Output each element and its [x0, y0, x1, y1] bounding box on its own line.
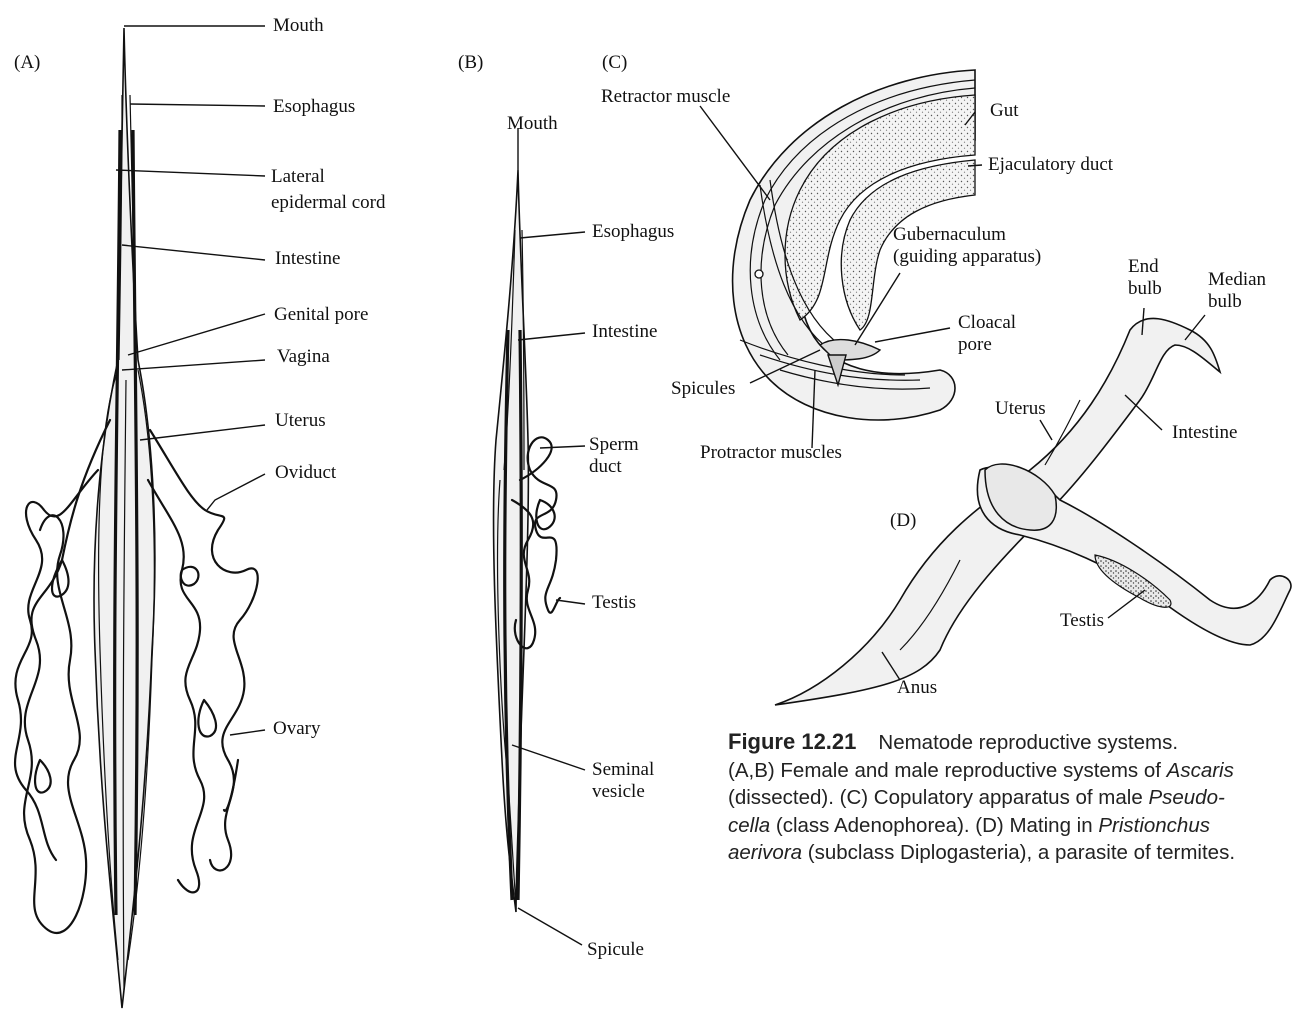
label-a-uterus: Uterus: [275, 410, 326, 431]
caption-taxon-ascaris: Ascaris: [1166, 758, 1234, 782]
caption-line-4: (class Adenophorea). (D) Mating in: [770, 813, 1099, 837]
testis-coils: [510, 436, 562, 650]
label-a-lateral-epidermal-cord: Lateral epidermal cord: [271, 166, 386, 213]
panel-letter-b: (B): [458, 52, 484, 73]
caption-taxon-cella: cella: [728, 813, 771, 837]
ovary-coils-left: [14, 418, 112, 934]
caption-line-1: Nematode reproductive systems.: [878, 731, 1179, 754]
label-c-protractor-muscles: Protractor muscles: [700, 442, 842, 463]
ovary-coils-right: [146, 428, 259, 894]
label-c-gut: Gut: [990, 100, 1019, 121]
label-b-seminal-vesicle: Seminal vesicle: [592, 759, 655, 802]
label-b-esophagus: Esophagus: [592, 221, 675, 242]
panel-letter-a: (A): [14, 52, 41, 73]
label-a-intestine: Intestine: [275, 248, 341, 269]
female-worm-a: [93, 27, 156, 1009]
label-a-esophagus: Esophagus: [273, 96, 356, 117]
label-d-uterus: Uterus: [995, 398, 1046, 419]
label-d-testis: Testis: [1060, 610, 1105, 631]
label-b-spicule: Spicule: [587, 939, 644, 960]
label-a-vagina: Vagina: [277, 346, 330, 367]
figure-caption: Figure 12.21 Nematode reproductive system…: [728, 728, 1298, 867]
caption-taxon-pristionchus: Pristionchus: [1098, 813, 1210, 837]
caption-taxon-pseudo: Pseudo-: [1148, 786, 1225, 809]
label-c-spicules: Spicules: [671, 378, 736, 399]
caption-line-5: (subclass Diplogasteria), a parasite of …: [802, 841, 1236, 864]
label-a-mouth: Mouth: [273, 15, 324, 36]
label-d-end-bulb: End bulb: [1128, 256, 1162, 299]
caption-line-3: (dissected). (C) Copulatory apparatus of…: [728, 786, 1149, 809]
copulatory-apparatus-c: [731, 69, 976, 421]
label-c-cloacal-pore: Cloacal pore: [958, 312, 1017, 355]
label-d-median-bulb: Median bulb: [1208, 269, 1267, 312]
caption-line-2: (A,B) Female and male reproductive syste…: [728, 758, 1167, 782]
label-b-sperm-duct: Sperm duct: [589, 434, 639, 477]
panel-letter-c: (C): [602, 52, 628, 73]
mating-worms-d: [774, 317, 1292, 706]
label-a-ovary: Ovary: [273, 718, 321, 739]
label-a-oviduct: Oviduct: [275, 462, 337, 483]
pointer-lines: [115, 25, 1206, 946]
label-b-intestine: Intestine: [592, 321, 658, 342]
label-c-retractor-muscle: Retractor muscle: [601, 86, 731, 107]
label-d-anus: Anus: [897, 677, 938, 698]
figure-number: Figure 12.21: [728, 729, 857, 754]
male-worm-b: [492, 169, 530, 913]
caption-taxon-aerivora: aerivora: [728, 841, 803, 864]
label-b-testis: Testis: [592, 592, 637, 613]
label-a-genital-pore: Genital pore: [274, 304, 369, 325]
label-c-ejaculatory-duct: Ejaculatory duct: [988, 154, 1114, 175]
label-d-intestine: Intestine: [1172, 422, 1238, 443]
panel-letter-d: (D): [890, 510, 917, 531]
label-c-gubernaculum: Gubernaculum (guiding apparatus): [893, 224, 1042, 267]
label-b-mouth: Mouth: [507, 113, 558, 134]
